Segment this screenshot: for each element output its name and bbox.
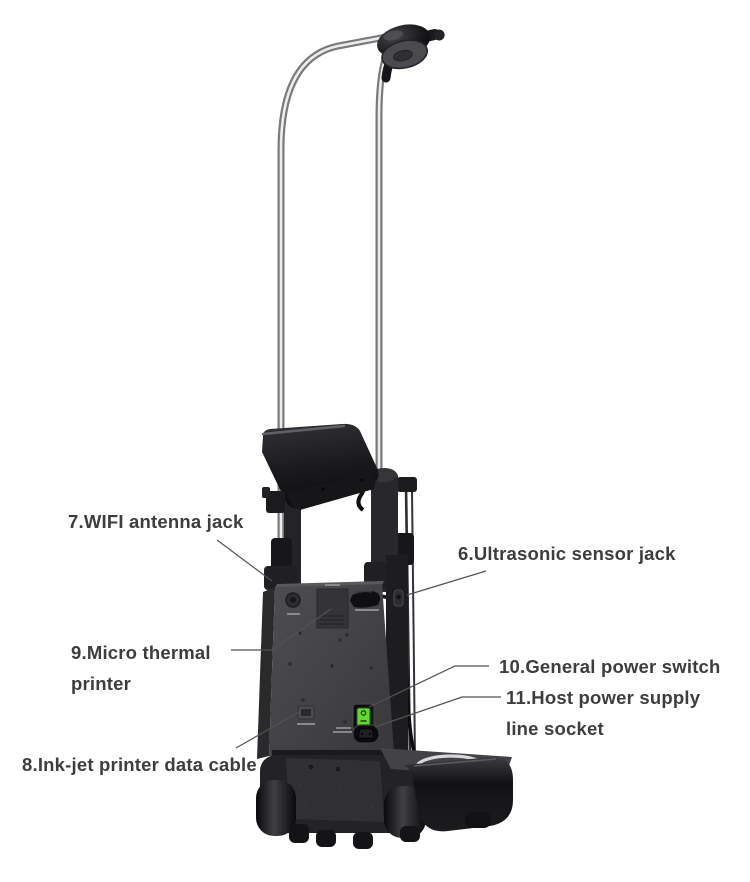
ultrasonic-sensor-jack-port	[393, 589, 404, 607]
panel-label-mark	[355, 609, 379, 611]
pole-clamp-lower-left	[271, 538, 292, 570]
callout-wifi-antenna-jack: 7.WIFI antenna jack	[68, 511, 244, 532]
leader-lines	[216, 539, 501, 749]
panel-screws	[288, 631, 373, 724]
general-power-switch	[352, 703, 375, 731]
wifi-antenna-jack-port	[285, 592, 301, 615]
callout-general-power-switch: 10.General power switch	[499, 656, 721, 677]
tower-right-column	[386, 555, 408, 765]
scale-platform	[380, 748, 513, 832]
device-base	[256, 748, 513, 849]
leader-line-8	[235, 711, 300, 749]
base-mid-cap	[384, 786, 426, 838]
base-feet	[289, 824, 420, 849]
base-left-cap	[256, 780, 296, 836]
panel-label-mark	[297, 723, 315, 725]
hatch-texture	[299, 784, 373, 808]
base-rear-hatch	[286, 758, 384, 822]
device-tower	[257, 555, 408, 768]
leader-line-6	[406, 570, 487, 596]
leader-line-7	[216, 539, 273, 582]
panel-label-mark	[336, 727, 351, 729]
leader-line-10	[368, 665, 489, 708]
callout-host-power-supply: 11.Host power supply line socket	[506, 687, 701, 739]
callout-ultrasonic-sensor-jack: 6.Ultrasonic sensor jack	[458, 543, 676, 564]
thermal-printer-door	[316, 584, 349, 629]
platform-foot	[465, 812, 491, 828]
inkjet-data-cable-port	[297, 705, 315, 725]
ultrasonic-sensor-head	[377, 24, 445, 83]
panel-label-mark	[333, 731, 352, 733]
tower-left-side	[257, 587, 275, 759]
panel-label-mark	[325, 584, 340, 586]
leader-line-9	[231, 608, 332, 651]
sensor-eye	[393, 49, 413, 62]
cable-holder-bracket	[350, 590, 381, 611]
pole-clamp-upper-left	[266, 491, 285, 513]
leader-line-11	[374, 696, 501, 728]
callout-micro-thermal-printer: 9.Micro thermal printer	[71, 642, 211, 694]
power-inlet-socket	[333, 724, 380, 744]
panel-label-mark	[287, 613, 300, 615]
callout-inkjet-printer-cable: 8.Ink-jet printer data cable	[22, 754, 257, 775]
